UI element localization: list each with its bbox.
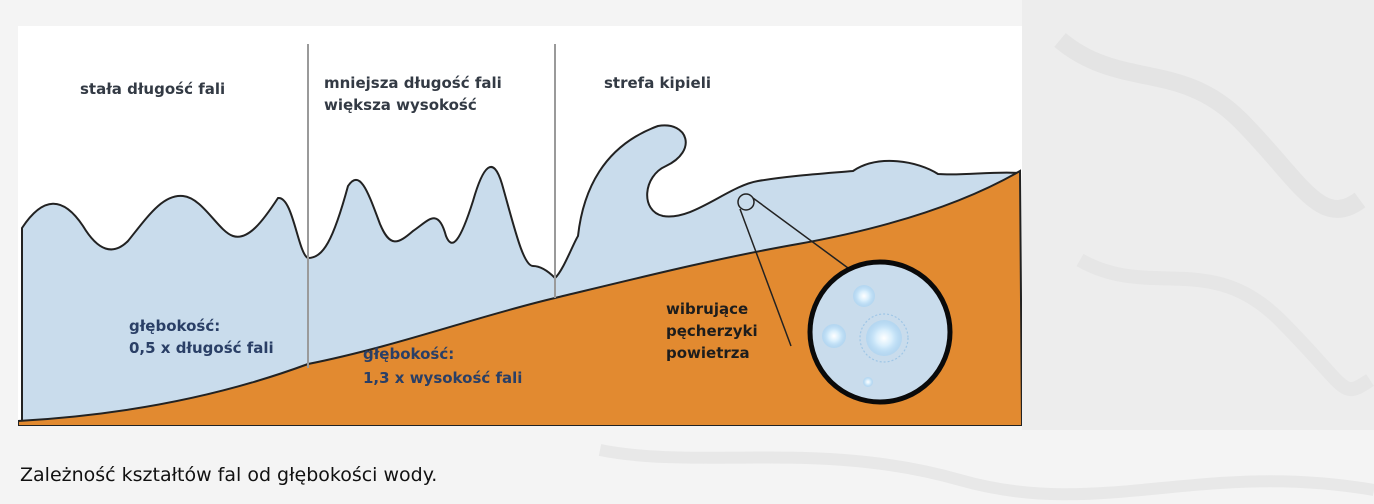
magnifier-line-2 — [752, 197, 849, 269]
section-label-shorter-wavelength: mniejsza długość fali większa wysokość — [324, 74, 507, 114]
vibration-ring — [859, 313, 909, 363]
figure-caption: Zależność kształtów fal od głębokości wo… — [20, 464, 438, 486]
air-bubble — [822, 324, 846, 348]
section-label-constant-wavelength: stała długość fali — [80, 80, 225, 98]
bubble-highlight — [737, 193, 755, 211]
depth-label-2: głębokość: 1,3 x wysokość fali — [363, 345, 522, 387]
air-bubble — [853, 285, 875, 307]
air-bubble-vibrating — [866, 320, 902, 356]
depth-label-1: głębokość: 0,5 x długość fali — [129, 317, 274, 357]
wave-diagram: stała długość fali mniejsza długość fali… — [18, 26, 1022, 426]
air-bubble — [863, 377, 873, 387]
section-label-surf-zone: strefa kipieli — [604, 74, 711, 92]
magnifier-line-1 — [739, 208, 792, 347]
bubbles-label: wibrujące pęcherzyki powietrza — [666, 300, 763, 362]
